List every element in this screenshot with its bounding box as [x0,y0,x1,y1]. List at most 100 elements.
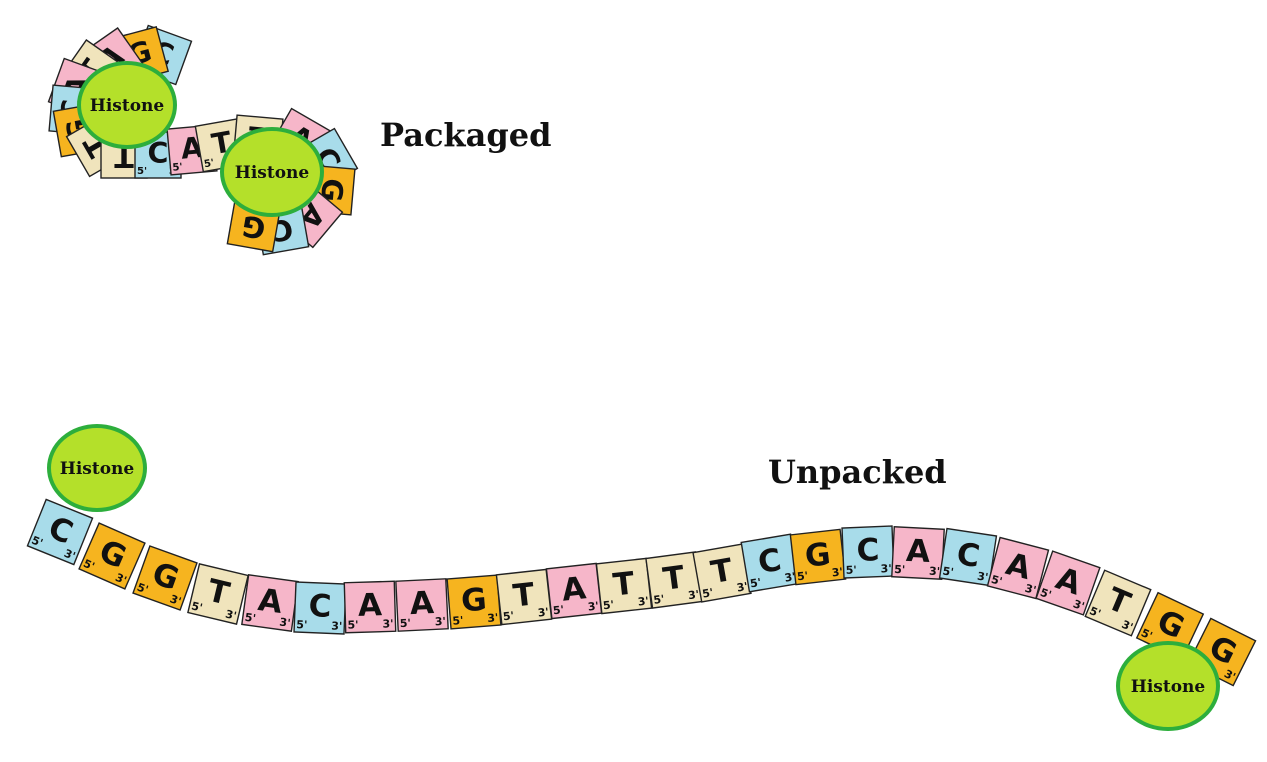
base-tile: A5' 3' [395,578,449,632]
five-prime-label: 5' [894,563,906,577]
five-prime-label: 5' [701,586,714,601]
five-prime-label: 5' [137,166,147,177]
three-prime-label: 3' [382,617,393,630]
base-tile: C5'3' [293,581,347,635]
histone-label: Histone [1131,677,1206,697]
histone-circle [77,61,177,149]
base-tile-box [986,536,1050,600]
packaged-label: Packaged [380,116,552,154]
five-prime-label: 5' [942,564,955,578]
three-prime-label: 3' [880,562,892,575]
five-prime-label: 5' [990,573,1004,588]
three-prime-label: 3' [168,592,183,608]
base-letter: C [954,536,982,575]
base-tile: T5' 3' [645,551,703,609]
five-prime-label: 5' [30,534,45,550]
histone-circle [220,127,324,217]
base-tile-box [132,545,198,611]
three-prime-label: 3' [587,599,599,613]
base-tile-box [1084,569,1152,637]
three-prime-label: 3' [279,616,292,630]
three-prime-label: 3' [1120,618,1135,634]
three-prime-label: 3' [687,588,700,602]
three-prime-label: 3' [224,607,238,622]
base-letter: T [511,576,536,614]
base-tile: A5'3' [891,526,945,580]
three-prime-label: 3' [434,615,446,629]
histone-label: Histone [235,163,310,183]
base-letter: G [803,536,832,575]
five-prime-label: 5' [1139,626,1155,642]
five-prime-label: 5' [203,158,215,171]
base-letter: T [661,559,687,597]
five-prime-label: 5' [749,576,762,591]
base-tile: G5'3' [78,522,146,590]
base-letter: C [856,532,880,569]
three-prime-label: 3' [736,580,749,595]
base-tile-box [187,563,249,625]
base-letter: T [611,565,636,603]
three-prime-label: 3' [487,611,499,625]
base-tile: C5' 3' [841,525,895,579]
five-prime-label: 5' [552,603,564,617]
histone: Histone [47,424,147,512]
base-tile: T5'3' [1084,569,1152,637]
base-letter: A [256,582,285,621]
base-letter: G [460,582,488,620]
five-prime-label: 5' [81,557,96,573]
base-tile: A5' 3' [343,580,397,634]
base-tile: T5'3' [595,557,653,615]
three-prime-label: 3' [1071,597,1086,613]
histone-label: Histone [90,96,165,116]
base-tile-box [938,527,998,587]
five-prime-label: 5' [653,592,666,606]
five-prime-label: 5' [845,563,857,576]
base-letter: A [560,570,588,608]
base-letter: A [409,585,435,622]
base-tile-box [1035,550,1101,616]
three-prime-label: 3' [976,570,989,584]
base-letter: A [357,587,382,624]
base-tile-box [26,498,94,566]
three-prime-label: 3' [1222,667,1238,684]
unpacked-label: Unpacked [768,453,947,491]
histone-circle [1116,641,1220,731]
five-prime-label: 5' [1038,586,1053,602]
base-tile-box [78,522,146,590]
three-prime-label: 3' [537,605,549,619]
five-prime-label: 5' [796,569,808,583]
five-prime-label: 5' [347,618,358,631]
three-prime-label: 3' [62,547,77,563]
five-prime-label: 5' [452,614,464,628]
base-letter: C [308,588,332,625]
packaged-dna: CGATACGTT5'3'C5'3'A5'3'T5'3'T5'3'ACGACG [47,24,359,256]
base-tile: C5' 3' [938,527,998,587]
base-letter: C [148,137,169,170]
histone: Histone [220,127,324,217]
histone-label: Histone [60,459,135,479]
base-tile: G5' 3' [446,574,502,630]
three-prime-label: 3' [784,570,797,585]
five-prime-label: 5' [1087,604,1102,620]
base-tile: G5'3' [132,545,198,611]
base-tile: A5' 3' [545,562,603,620]
five-prime-label: 5' [400,617,412,631]
five-prime-label: 5' [296,618,308,631]
histone-circle [47,424,147,512]
base-letter: A [905,533,931,570]
five-prime-label: 5' [190,599,204,614]
base-tile: A5'3' [241,574,299,632]
five-prime-label: 5' [172,162,183,174]
three-prime-label: 3' [113,571,128,587]
three-prime-label: 3' [1024,582,1038,597]
base-tile-box [395,578,449,632]
histone: Histone [77,61,177,149]
base-tile: C5'3' [740,533,800,593]
base-tile: T5'3' [692,543,752,603]
base-tile: T5'3' [187,563,249,625]
unpacked-dna: C5'3'G5'3'G5'3'T5'3'A5'3'C5'3'A5'3'A5'3'… [26,498,1257,687]
five-prime-label: 5' [502,609,514,623]
base-tile-box [343,580,397,634]
